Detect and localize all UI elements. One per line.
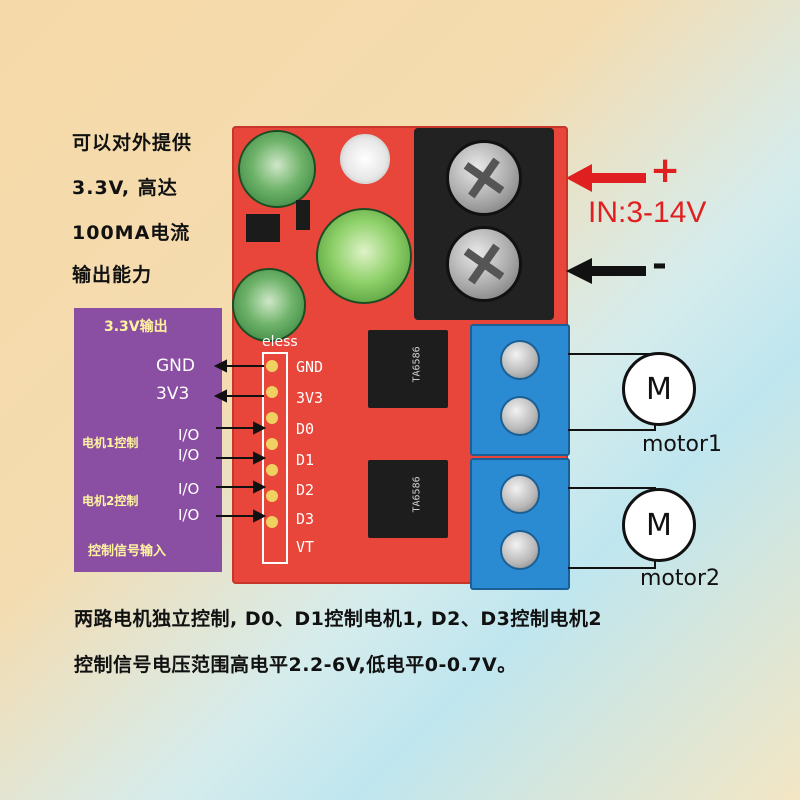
pin-hole bbox=[266, 412, 278, 424]
motor2-screw-b[interactable] bbox=[500, 530, 540, 570]
pin-hole bbox=[266, 464, 278, 476]
note-line-1: 可以对外提供 bbox=[72, 132, 193, 154]
io-label-d2: I/O bbox=[178, 480, 200, 498]
plus-label: + bbox=[650, 150, 681, 191]
pin-label-3v3: 3V3 bbox=[296, 389, 324, 407]
motor1-symbol: M bbox=[622, 352, 696, 426]
motor2-control-label: 电机2控制 bbox=[82, 494, 139, 508]
note-line-2: 3.3V, 高达 bbox=[72, 177, 178, 199]
note-line-4: 输出能力 bbox=[72, 264, 153, 286]
motor1-screw-b[interactable] bbox=[500, 396, 540, 436]
chip-2-label: TA6586 bbox=[411, 476, 423, 513]
pin-arrows bbox=[214, 359, 266, 523]
motor2-label: motor2 bbox=[640, 566, 721, 591]
regulator-chip bbox=[246, 214, 280, 242]
board-silkscreen: eless bbox=[262, 334, 298, 350]
pin-hole bbox=[266, 386, 278, 398]
io-legend-box bbox=[74, 308, 222, 572]
chip-1-label: TA6586 bbox=[411, 346, 423, 383]
power-screw-minus[interactable] bbox=[446, 226, 522, 302]
footer-line-2: 控制信号电压范围高电平2.2-6V,低电平0-0.7V。 bbox=[74, 654, 517, 676]
minus-label: - bbox=[652, 244, 667, 285]
io-label-d3: I/O bbox=[178, 506, 200, 524]
pin-label-d2: D2 bbox=[296, 481, 315, 499]
output-title: 3.3V输出 bbox=[104, 319, 168, 335]
pin-label-vt: VT bbox=[296, 538, 315, 556]
capacitor-bottom bbox=[232, 268, 306, 342]
plus-arrow-icon bbox=[566, 164, 646, 192]
power-screw-plus[interactable] bbox=[446, 140, 522, 216]
footer-line-1: 两路电机独立控制, D0、D1控制电机1, D2、D3控制电机2 bbox=[74, 608, 603, 630]
motor1-control-label: 电机1控制 bbox=[82, 436, 139, 450]
pin-hole bbox=[266, 360, 278, 372]
pin-label-d0: D0 bbox=[296, 420, 315, 438]
driver-chip-2: TA6586 bbox=[368, 460, 448, 538]
pin-hole bbox=[266, 516, 278, 528]
minus-arrow-icon bbox=[566, 258, 646, 284]
motor1-label: motor1 bbox=[642, 432, 723, 457]
pin-label-d1: D1 bbox=[296, 451, 315, 469]
output-3v3-label: 3V3 bbox=[156, 384, 190, 404]
pin-label-gnd: GND bbox=[296, 358, 324, 376]
led-component bbox=[340, 134, 390, 184]
pin-hole bbox=[266, 490, 278, 502]
io-label-d0: I/O bbox=[178, 426, 200, 444]
driver-chip-1: TA6586 bbox=[368, 330, 448, 408]
capacitor-top bbox=[238, 130, 316, 208]
pin-holes bbox=[266, 360, 278, 528]
pin-label-d3: D3 bbox=[296, 510, 315, 528]
io-label-d1: I/O bbox=[178, 446, 200, 464]
control-input-label: 控制信号输入 bbox=[88, 544, 167, 559]
note-line-3: 100MA电流 bbox=[72, 222, 191, 244]
motor2-symbol: M bbox=[622, 488, 696, 562]
motor1-screw-a[interactable] bbox=[500, 340, 540, 380]
capacitor-large bbox=[316, 208, 412, 304]
motor2-screw-a[interactable] bbox=[500, 474, 540, 514]
smd-component bbox=[296, 200, 310, 230]
pin-hole bbox=[266, 438, 278, 450]
input-voltage-label: IN:3-14V bbox=[588, 196, 707, 229]
output-gnd-label: GND bbox=[156, 356, 195, 376]
